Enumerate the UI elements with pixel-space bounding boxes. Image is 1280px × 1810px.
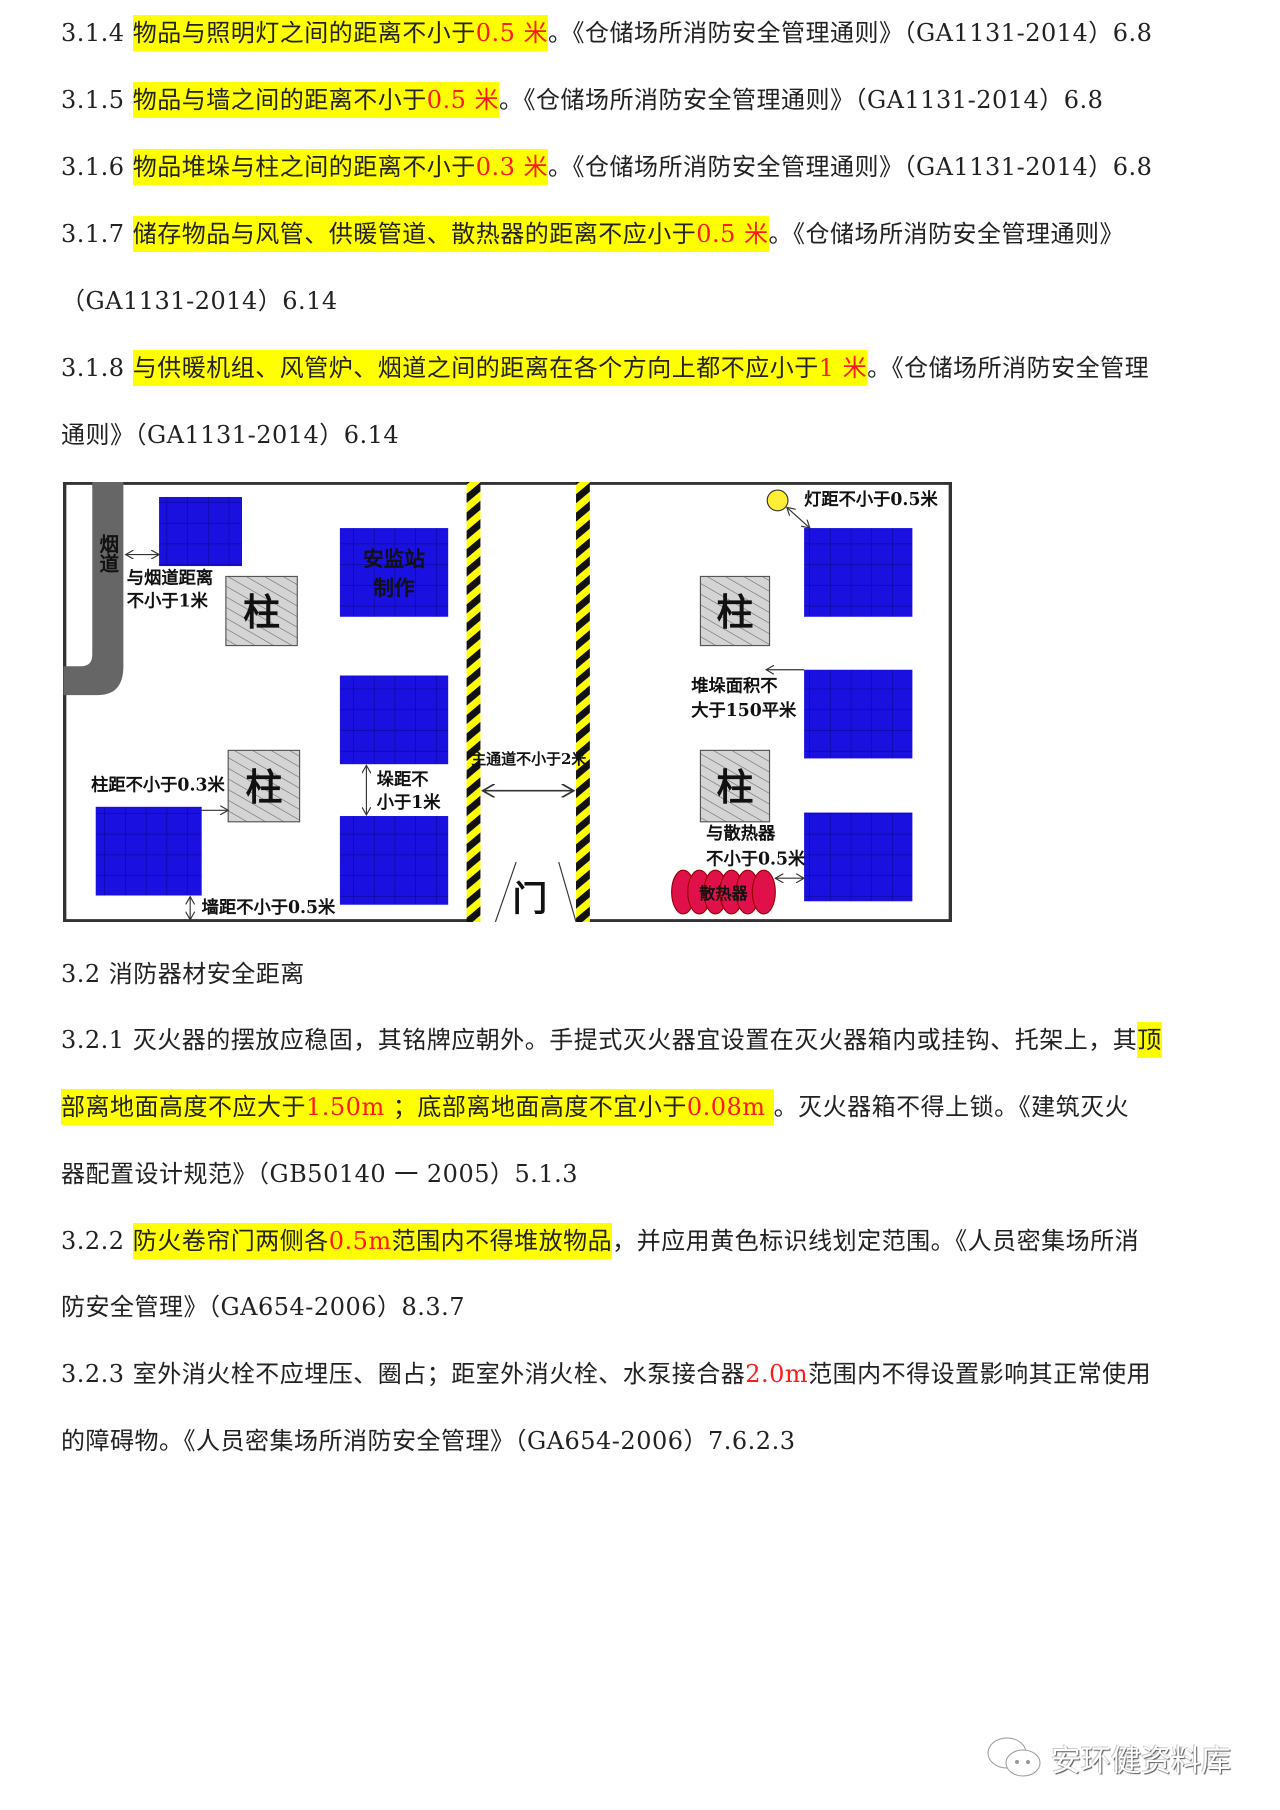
stack: [804, 669, 913, 759]
text-segment: 。《仓储场所消防安全管理通则》: [768, 220, 1124, 248]
paragraph-line: 3.1.6 物品堆垛与柱之间的距离不小于0.3 米。《仓储场所消防安全管理通则》…: [61, 148, 1152, 186]
text-segment: 通则》（GA1131-2014）6.14: [61, 421, 400, 449]
aisle-note: 主通道不小于2米: [471, 750, 586, 768]
highlighted-text: 防火卷帘门两侧各: [132, 1223, 329, 1259]
section-heading: 3.2 消防器材安全距离: [61, 955, 305, 993]
text-segment: 。《仓储场所消防安全管理: [867, 354, 1150, 382]
text-segment: ，并应用黄色标识线划定范围。《人员密集场所消: [612, 1227, 1140, 1255]
text-segment: （GA1131-2014）6.14: [61, 287, 338, 315]
paragraph-line: （GA1131-2014）6.14: [61, 282, 338, 320]
paragraph-line: 3.2.1 灭火器的摆放应稳固，其铭牌应朝外。手提式灭火器宜设置在灭火器箱内或挂…: [61, 1021, 1162, 1059]
highlighted-text: 范围内不得堆放物品: [391, 1223, 613, 1259]
area-note-2: 大于150平米: [691, 700, 797, 721]
highlighted-text: 部离地面高度不应大于: [61, 1089, 306, 1125]
highlighted-text: 物品堆垛与柱之间的距离不小于: [132, 149, 476, 185]
highlighted-text: ；底部离地面高度不宜小于: [384, 1089, 687, 1125]
stacks: [95, 496, 913, 905]
text-segment: 3.1.7: [61, 220, 133, 248]
highlighted-text: 2.0m: [745, 1360, 809, 1388]
watermark-text: 安环健资料库: [1051, 1744, 1231, 1779]
stack-gap-note-2: 小于1米: [377, 792, 442, 813]
highlighted-text: 0.3 米: [475, 149, 548, 185]
text-segment: 。灭火器箱不得上锁。《建筑灭火: [773, 1093, 1130, 1121]
pillar-label: 柱: [717, 765, 754, 809]
door-line: [494, 861, 517, 922]
pillar-label: 柱: [245, 765, 282, 809]
chimney-note-2: 不小于1米: [127, 590, 209, 611]
highlighted-text: 与供暖机组、风管炉、烟道之间的距离在各个方向上都不应小于: [132, 350, 819, 386]
text-segment: 3.1.4: [61, 19, 133, 47]
highlighted-text: 0.08m: [686, 1089, 774, 1125]
highlighted-text: 1.50m: [306, 1089, 385, 1125]
text-segment: 。《仓储场所消防安全管理通则》（GA1131-2014）6.8: [548, 19, 1153, 47]
door-label: 门: [513, 879, 548, 919]
chimney-shape: [63, 482, 124, 696]
pillars: [225, 575, 771, 823]
stack: [339, 675, 449, 765]
aisle-stripe-right: [576, 482, 590, 922]
text-segment: 。《仓储场所消防安全管理通则》（GA1131-2014）6.8: [548, 153, 1153, 181]
stack: [159, 496, 243, 567]
paragraph-line: 3.2.3 室外消火栓不应埋压、圈占；距室外消火栓、水泵接合器2.0m范围内不得…: [61, 1355, 1151, 1393]
paragraph-line: 的障碍物。《人员密集场所消防安全管理》（GA654-2006）7.6.2.3: [61, 1422, 795, 1460]
text-segment: 范围内不得设置影响其正常使用: [808, 1360, 1152, 1388]
paragraph-line: 器配置设计规范》（GB50140 一 2005）5.1.3: [61, 1155, 578, 1193]
highlighted-text: 0.5 米: [696, 216, 769, 252]
stack: [339, 816, 449, 905]
text-segment: 3.2.2: [61, 1227, 133, 1255]
chimney-label: 烟道: [96, 533, 119, 574]
stack-gap-note-1: 垛距不: [377, 770, 430, 790]
door-line: [558, 861, 577, 922]
warehouse-safety-diagram: 烟道 安监站 制作 柱 柱 柱 柱 主通道不小于2米 门 与烟道距离 不小于1米…: [63, 482, 952, 922]
radiator-note-2: 不小于0.5米: [706, 848, 806, 869]
paragraph-line: 3.1.7 储存物品与风管、供暖管道、散热器的距离不应小于0.5 米。《仓储场所…: [61, 215, 1124, 253]
highlighted-text: 0.5 米: [426, 82, 499, 118]
stack: [804, 812, 913, 902]
highlighted-text: 物品与墙之间的距离不小于: [132, 82, 427, 118]
paragraph-line: 部离地面高度不应大于1.50m ；底部离地面高度不宜小于0.08m 。灭火器箱不…: [61, 1088, 1129, 1126]
watermark: 安环健资料库: [985, 1735, 1231, 1781]
text-segment: 的障碍物。《人员密集场所消防安全管理》（GA654-2006）7.6.2.3: [61, 1427, 796, 1455]
paragraph-line: 防安全管理》（GA654-2006）8.3.7: [61, 1288, 465, 1326]
paragraph-line: 3.1.8 与供暖机组、风管炉、烟道之间的距离在各个方向上都不应小于1 米。《仓…: [61, 349, 1149, 387]
text-segment: 3.2.3 室外消火栓不应埋压、圈占；距室外消火栓、水泵接合器: [61, 1360, 746, 1388]
station-stack: [339, 528, 449, 617]
chimney-note-1: 与烟道距离: [127, 567, 213, 588]
wechat-icon: [987, 1737, 1041, 1777]
aisle-stripe-left: [466, 482, 481, 922]
column-note: 柱距不小于0.3米: [91, 775, 225, 796]
text-segment: 防安全管理》（GA654-2006）8.3.7: [61, 1293, 466, 1321]
pillar-label: 柱: [717, 590, 754, 634]
paragraph-line: 3.1.4 物品与照明灯之间的距离不小于0.5 米。《仓储场所消防安全管理通则》…: [61, 14, 1152, 52]
text-segment: 3.1.5: [61, 86, 133, 114]
text-segment: 3.1.6: [61, 153, 133, 181]
highlighted-text: 0.5 米: [475, 15, 548, 51]
text-segment: 3.2 消防器材安全距离: [61, 960, 305, 988]
paragraph-line: 通则》（GA1131-2014）6.14: [61, 416, 399, 454]
highlighted-text: 1 米: [818, 350, 868, 386]
paragraph-line: 3.2.2 防火卷帘门两侧各0.5m范围内不得堆放物品，并应用黄色标识线划定范围…: [61, 1222, 1139, 1260]
station-label-2: 制作: [373, 576, 415, 600]
stack: [95, 806, 202, 896]
lamp-icon: [766, 489, 789, 512]
lamp-note: 灯距不小于0.5米: [804, 489, 938, 510]
paragraph-line: 3.1.5 物品与墙之间的距离不小于0.5 米。《仓储场所消防安全管理通则》（G…: [61, 81, 1103, 119]
text-segment: 器配置设计规范》（GB50140 一 2005）5.1.3: [61, 1160, 579, 1188]
radiator-icon: [671, 869, 776, 915]
highlighted-text: 顶: [1137, 1022, 1162, 1058]
highlighted-text: 0.5m: [328, 1223, 392, 1259]
text-segment: 3.2.1 灭火器的摆放应稳固，其铭牌应朝外。手提式灭火器宜设置在灭火器箱内或挂…: [61, 1026, 1138, 1054]
station-label-1: 安监站: [363, 547, 425, 571]
radiator-label: 散热器: [699, 884, 748, 903]
text-segment: 3.1.8: [61, 354, 133, 382]
area-note-1: 堆垛面积不: [691, 676, 778, 697]
highlighted-text: 物品与照明灯之间的距离不小于: [132, 15, 476, 51]
wall-note: 墙距不小于0.5米: [202, 897, 336, 918]
text-segment: 。《仓储场所消防安全管理通则》（GA1131-2014）6.8: [499, 86, 1104, 114]
stack: [804, 528, 913, 617]
radiator-note-1: 与散热器: [706, 823, 776, 844]
pillar-label: 柱: [243, 590, 280, 634]
highlighted-text: 储存物品与风管、供暖管道、散热器的距离不应小于: [132, 216, 697, 252]
